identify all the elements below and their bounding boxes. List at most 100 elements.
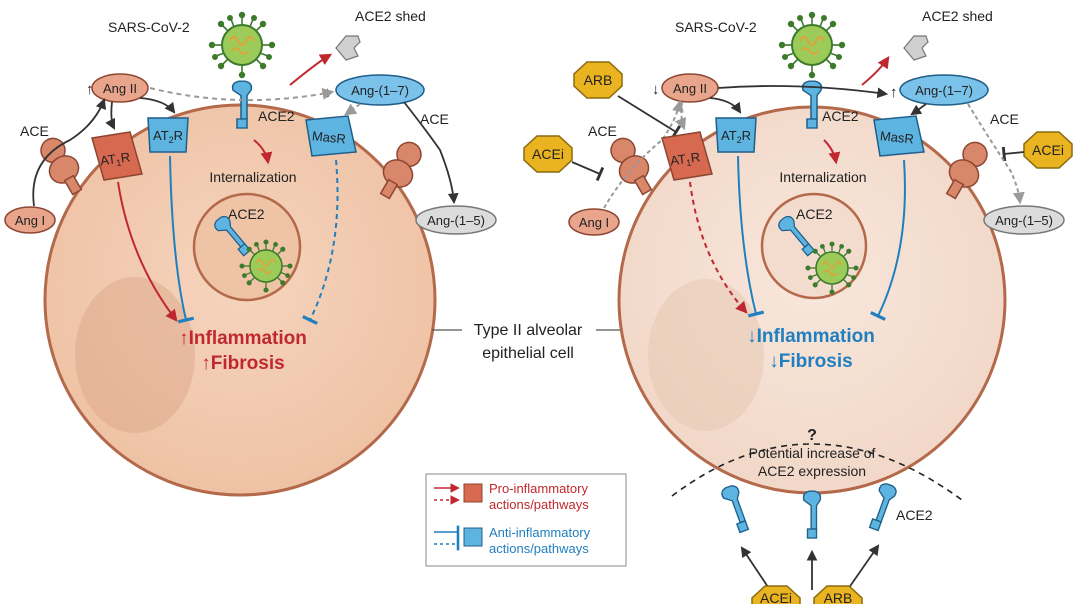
left-at1r-label: AT1R xyxy=(99,149,131,170)
right-potential-line2: ACE2 expression xyxy=(758,463,866,479)
right-bottom-ace2-label: ACE2 xyxy=(896,507,933,523)
right-ang15-label: Ang-(1–5) xyxy=(995,213,1053,228)
left-shed-fragment-icon xyxy=(335,35,361,61)
right-ang17-bubble xyxy=(899,74,989,106)
right-shed-arrow xyxy=(861,56,890,86)
left-masr-receptor-icon xyxy=(305,115,357,157)
right-ang1-bubble xyxy=(568,208,620,236)
left-ace2-label: ACE2 xyxy=(258,108,295,124)
left-at1r-receptor-icon xyxy=(91,131,143,181)
left-ace-left-icon xyxy=(33,131,91,201)
right-at1r-receptor-icon xyxy=(661,131,713,181)
right-internalization-label: Internalization xyxy=(779,169,866,185)
center-label: Type II alveolar epithelial cell xyxy=(432,322,624,362)
right-bottom-acei-label: ACEi xyxy=(760,590,792,604)
left-shed-arrow xyxy=(289,53,333,86)
left-nucleus xyxy=(75,277,195,433)
right-at2r-blue-path xyxy=(737,155,765,318)
cell-type-label-line2: epithelial cell xyxy=(482,345,574,362)
left-ang17-to-ang15 xyxy=(403,101,459,205)
right-ace-right-label: ACE xyxy=(990,111,1019,127)
legend-pro-line2: actions/pathways xyxy=(489,497,589,512)
right-question-mark: ? xyxy=(807,427,817,444)
right-virus-icon xyxy=(778,11,846,79)
left-ace-left-label: ACE xyxy=(20,123,49,139)
left-ang17-label: Ang-(1–7) xyxy=(351,83,409,98)
right-ang17-direction: ↑ xyxy=(890,84,898,101)
left-ang17-bubble xyxy=(335,74,425,106)
right-masr-label: MasR xyxy=(879,128,914,146)
right-masr-receptor-icon xyxy=(873,115,925,157)
left-shed-label: ACE2 shed xyxy=(355,8,426,24)
left-at2r-receptor-icon xyxy=(147,117,189,153)
right-bottom-ace2-receptor-2-icon xyxy=(802,490,822,539)
right-ace-left-label: ACE xyxy=(588,123,617,139)
left-ang2-label: Ang II xyxy=(103,81,137,96)
legend-anti-swatch xyxy=(463,527,483,547)
right-shed-label: ACE2 shed xyxy=(922,8,993,24)
left-ang2-to-ang17 xyxy=(149,87,335,102)
right-ang2-to-at2r xyxy=(709,97,742,114)
cell-type-label-line1: Type II alveolar xyxy=(474,322,583,339)
right-ang2-direction: ↓ xyxy=(652,81,660,98)
legend: Pro-inflammatory actions/pathways Anti-i… xyxy=(425,473,627,567)
right-acei-left-block xyxy=(571,161,605,182)
left-panel: SARS-CoV-2 ACE2 ACE2 shed ↑ Ang II ↓ Ang… xyxy=(4,8,497,497)
left-vesicle-virus-icon xyxy=(239,239,293,293)
right-membrane-dashed-arc xyxy=(671,443,963,501)
right-ang2-to-at1r xyxy=(674,101,687,131)
right-at1r-red-dashed xyxy=(689,181,748,314)
left-at1r-red-path xyxy=(117,181,178,322)
right-at2r-receptor-icon xyxy=(715,117,757,153)
right-at2r-label: AT2R xyxy=(721,128,751,145)
legend-pro-line1: Pro-inflammatory xyxy=(489,481,588,496)
left-ang2-direction: ↑ xyxy=(86,81,94,98)
left-internalization-label: Internalization xyxy=(209,169,296,185)
left-outcome-inflammation: ↑Inflammation xyxy=(179,328,307,349)
left-ang17-to-masr xyxy=(344,103,361,116)
right-acei-left-label: ACEi xyxy=(532,146,564,162)
right-arb-block xyxy=(617,95,682,139)
right-ace2-label: ACE2 xyxy=(822,108,859,124)
left-ang2-bubble xyxy=(91,73,149,103)
right-ang17-to-ang15 xyxy=(967,103,1025,205)
left-outcome-fibrosis: ↑Fibrosis xyxy=(201,353,284,374)
right-ang1-label: Ang I xyxy=(579,215,609,230)
right-masr-blue-path xyxy=(870,159,906,321)
left-ang2-to-at2r xyxy=(139,97,176,114)
right-vesicle-virus-icon xyxy=(805,241,859,295)
right-outcome-inflammation: ↓Inflammation xyxy=(747,326,875,347)
left-masr-label: MasR xyxy=(311,128,346,146)
left-ang15-label: Ang-(1–5) xyxy=(427,213,485,228)
right-bottom-ace2-receptor-1-icon xyxy=(719,483,753,535)
right-ang1-to-ang2 xyxy=(603,99,684,209)
right-ang2-label: Ang II xyxy=(673,81,707,96)
right-nucleus xyxy=(648,279,764,431)
left-masr-blue-dashed xyxy=(302,159,339,325)
left-virus-icon xyxy=(208,11,276,79)
left-ang2-to-at1r xyxy=(105,101,115,130)
right-ang15-bubble xyxy=(983,205,1065,235)
left-virus-label: SARS-CoV-2 xyxy=(108,19,190,35)
right-potential-line1: Potential increase of xyxy=(749,445,876,461)
right-bottom-arrow-3 xyxy=(845,544,880,593)
left-ang15-bubble xyxy=(415,205,497,235)
right-acei-right-block xyxy=(1001,146,1025,162)
right-acei-right-label: ACEi xyxy=(1032,142,1064,158)
left-at2r-label: AT2R xyxy=(153,128,183,145)
right-ang2-to-ang17 xyxy=(717,85,889,99)
right-arb-label: ARB xyxy=(584,72,613,88)
left-ang1-label: Ang I xyxy=(15,213,45,228)
right-virus-label: SARS-CoV-2 xyxy=(675,19,757,35)
right-bottom-ace2-receptor-3-icon xyxy=(865,481,899,533)
right-bottom-arrow-1 xyxy=(740,546,771,591)
right-vesicle-ace2-label: ACE2 xyxy=(796,206,833,222)
left-internalization-arrow xyxy=(253,139,273,165)
right-at1r-label: AT1R xyxy=(669,149,701,170)
right-ang17-label: Ang-(1–7) xyxy=(915,83,973,98)
right-outcome-fibrosis: ↓Fibrosis xyxy=(769,351,852,372)
right-panel: SARS-CoV-2 ACE2 ACE2 shed ARB ↓ Ang II ↑… xyxy=(523,8,1073,609)
left-at2r-blue-path xyxy=(169,155,195,324)
